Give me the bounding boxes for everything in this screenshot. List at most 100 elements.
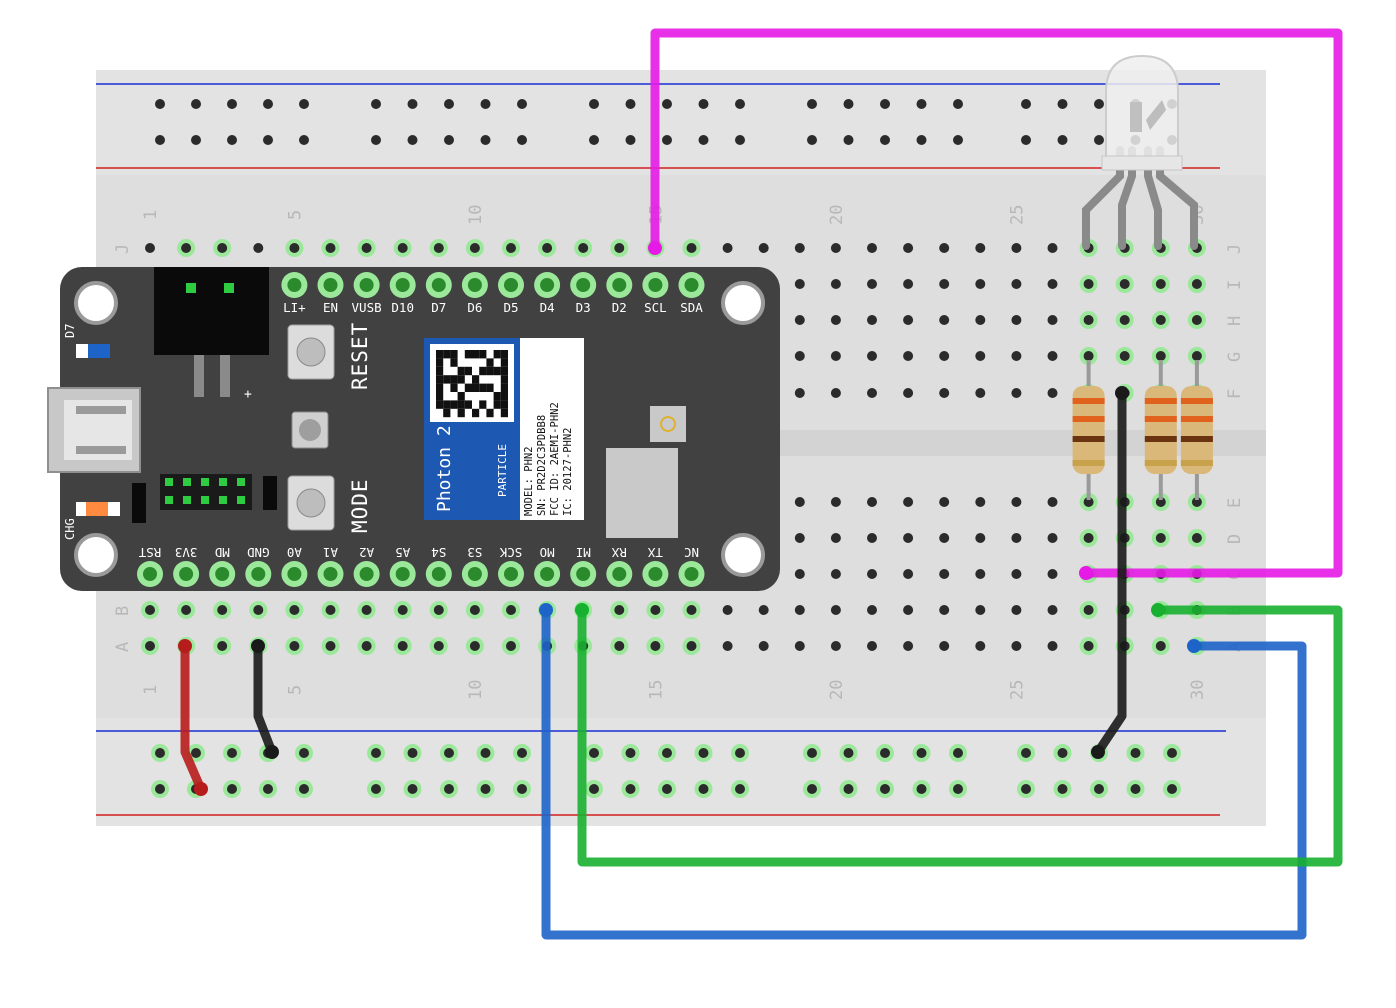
crystal [650,406,686,442]
breadboard-hole [1011,388,1022,398]
rail-hole [1094,99,1104,109]
rail-hole [407,748,418,758]
breadboard-hole [867,388,877,398]
breadboard-hole [794,243,805,253]
breadboard-hole [758,605,769,615]
rail-hole [371,135,381,145]
breadboard-hole [325,605,336,615]
qr-cell [443,350,451,359]
rail-hole [263,99,273,109]
breadboard-hole [903,533,914,543]
rail-hole [371,99,381,109]
rail-hole [480,748,491,758]
breadboard-hole [794,315,805,325]
board-pin-label: EN [323,300,338,315]
wire-green-end [575,603,589,617]
qr-cell [450,350,458,359]
board-pin-label: D7 [431,300,446,315]
smd-component [263,476,277,510]
breadboard-hole [1047,497,1058,507]
breadboard-hole [145,605,155,615]
breadboard-hole [1191,497,1202,507]
column-number: 1 [141,685,161,695]
led-flange [1101,155,1183,171]
debug-pin [219,478,227,486]
rail-hole [444,99,454,109]
rail-hole [735,784,745,794]
smd-component [132,483,146,523]
board-pin-label: A0 [287,545,302,560]
wires [178,28,1343,940]
rail-hole [698,748,709,758]
reset-button-cap[interactable] [296,337,326,367]
rail-hole [625,135,636,145]
qr-cell [486,358,494,367]
breadboard-hole [361,243,372,253]
board-pin-label: D4 [540,300,555,315]
resistor-body [1144,386,1177,474]
qr-cell [457,392,465,401]
board-pin-hole [287,278,302,292]
rail-hole [662,784,672,794]
resistor-band [1072,416,1105,422]
row-letter: I [1225,280,1245,290]
qr-cell [486,383,494,392]
breadboard-hole [830,315,841,325]
column-number: 5 [285,210,305,220]
wire-black-led-end [1091,745,1105,759]
breadboard-hole [1155,279,1166,289]
rail-hole [662,99,672,109]
qr-cell [436,383,444,392]
resistors [1072,360,1213,500]
rail-hole [916,99,927,109]
board-pin-label: A1 [323,545,338,560]
module-brand: PARTICLE [496,444,509,497]
breadboard-hole [1011,641,1022,651]
rail-hole [299,135,309,145]
board-pin-hole [612,278,627,292]
module-text-line: SN: PR2D2C3PDBB8 [536,415,548,516]
breadboard-hole [181,605,192,615]
board-pin-hole [287,567,302,581]
qr-cell [472,350,480,359]
rail-hole [807,748,817,758]
breadboard-hole [1047,569,1058,579]
breadboard-hole [1191,315,1202,325]
rail-hole [843,99,854,109]
breadboard-hole [1083,605,1094,615]
row-letter: F [1225,389,1245,399]
crystal-marker [660,416,676,432]
qr-cell [464,350,472,359]
rail-hole [843,135,854,145]
wire-green-end [1151,603,1165,617]
rail-hole [407,135,418,145]
module-title: Photon 2 [434,425,455,512]
rail-hole [916,784,927,794]
mode-button-cap[interactable] [296,488,326,518]
breadboard-hole [1155,497,1166,507]
breadboard-hole [1047,388,1058,398]
row-letter: J [1225,244,1245,254]
breadboard-hole [903,388,914,398]
rail-hole [916,748,927,758]
column-number: 15 [646,680,666,700]
board-pin-label: D2 [612,300,627,315]
rail-hole [735,135,745,145]
board-pin-label: S4 [431,545,446,560]
rail-hole [1094,784,1104,794]
breadboard-hole [939,243,950,253]
board-pin-hole [179,567,194,581]
rail-hole [444,135,454,145]
board-pin-label: A5 [395,545,410,560]
board-pin-label: S3 [467,545,482,560]
breadboard-hole [830,605,841,615]
mount-hole [721,533,765,577]
connector-lead [194,355,204,397]
rail-hole [191,99,201,109]
debug-pin [165,496,173,504]
breadboard-hole [614,243,625,253]
qr-cell [457,400,465,409]
column-number: 5 [285,685,305,695]
breadboard-hole [325,243,336,253]
rail-hole [1021,135,1031,145]
